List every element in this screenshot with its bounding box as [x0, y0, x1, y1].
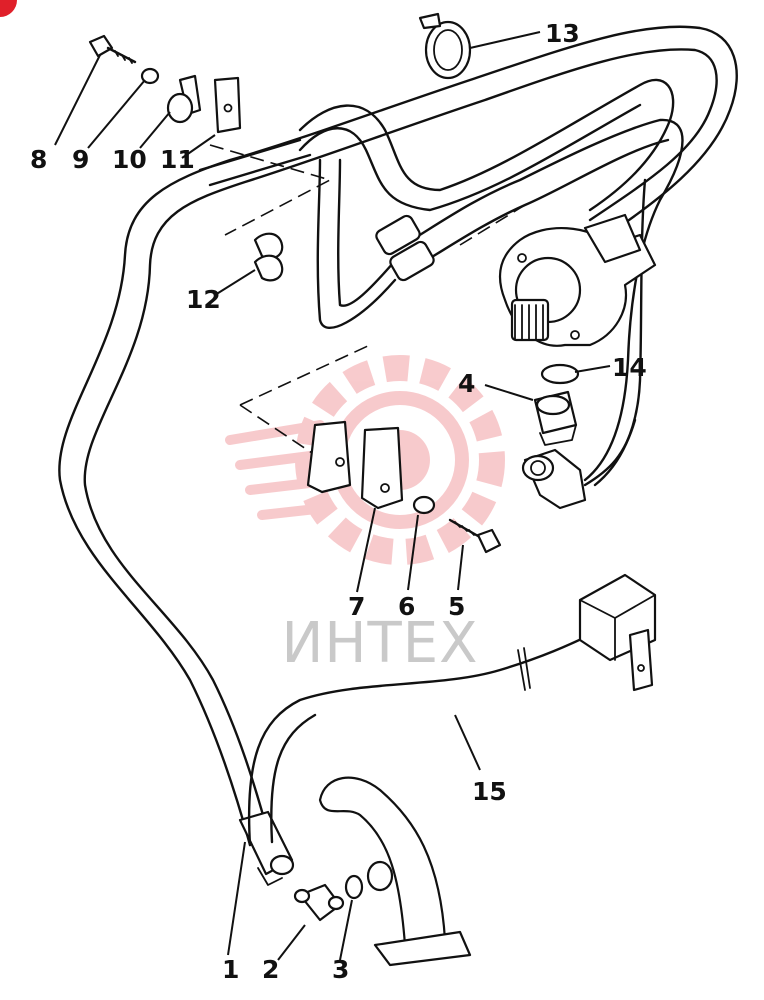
leader-lines	[54, 31, 611, 961]
callout-1: 1	[222, 955, 239, 984]
callouts: 1 2 3 4 5 6 7 8 9 10 11 12 13 14 15	[30, 19, 647, 984]
callout-13: 13	[545, 19, 580, 48]
elbow-2	[293, 883, 345, 922]
callout-3: 3	[332, 955, 349, 984]
plate-11	[213, 76, 242, 134]
callout-14: 14	[612, 353, 647, 382]
callout-10: 10	[112, 145, 147, 174]
washer-6	[412, 495, 436, 515]
bolt-8	[88, 34, 137, 64]
washer-9	[140, 67, 160, 85]
callout-15: 15	[472, 777, 507, 806]
assembly-line-lower	[239, 204, 526, 456]
watermark-logo	[225, 355, 505, 565]
bracket-7	[306, 420, 404, 510]
union-fitting-4	[533, 390, 578, 446]
o-ring-14	[540, 363, 580, 385]
clamp-10	[166, 74, 202, 124]
callout-12: 12	[186, 285, 221, 314]
clip-12	[253, 232, 284, 282]
oil-pump	[498, 213, 657, 347]
callout-8: 8	[30, 145, 47, 174]
corner-badge	[0, 0, 17, 17]
callout-2: 2	[262, 955, 279, 984]
callout-4: 4	[458, 369, 475, 398]
main-return-pipe	[58, 25, 738, 886]
bolt-5	[448, 518, 502, 554]
elbow-fitting	[521, 418, 637, 510]
callout-7: 7	[348, 592, 365, 621]
sensor-hose-15	[247, 573, 657, 847]
hose-clip-13	[418, 12, 472, 80]
callout-6: 6	[398, 592, 415, 621]
callout-5: 5	[448, 592, 465, 621]
callout-9: 9	[72, 145, 89, 174]
o-ring-3	[344, 874, 364, 900]
watermark-text: ИНТЕХ	[282, 611, 479, 676]
pickup-pipe	[318, 776, 472, 967]
callout-11: 11	[160, 145, 195, 174]
